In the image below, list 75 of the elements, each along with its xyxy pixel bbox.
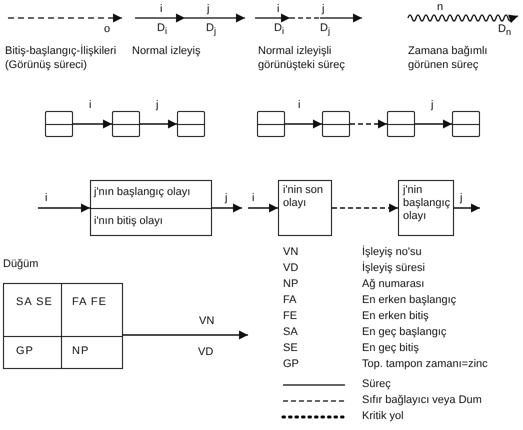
edge-label: i	[88, 99, 92, 111]
symbol-caption: Normal izleyiş	[132, 44, 202, 58]
duration-label: D$_{j}$	[320, 22, 330, 38]
split-box	[452, 111, 480, 137]
edge-label: j	[459, 192, 464, 204]
edge-label: j	[155, 99, 160, 111]
arrow	[415, 120, 452, 128]
definition: En erken bitiş	[362, 310, 429, 323]
split-box	[322, 111, 350, 137]
node-heading: Düğüm	[3, 258, 38, 271]
definition: İşleyiş no'su	[362, 246, 422, 259]
definition: Top. tampon zamanı=zinc	[362, 358, 488, 371]
node-symbol	[3, 258, 123, 370]
arrow-label: j	[207, 3, 210, 16]
split-box	[45, 111, 73, 137]
event-text: j'nin başlangıç olayı	[403, 184, 449, 223]
arrow	[454, 204, 480, 212]
split-box	[257, 111, 285, 137]
field-code: GP	[16, 345, 35, 358]
field-code: FA FE	[72, 296, 108, 309]
edge-label: j	[430, 99, 434, 111]
dashed-arrow	[350, 120, 387, 128]
event-text: i'nin son olayı	[283, 184, 324, 210]
abbreviation: GP	[283, 358, 299, 371]
event-text: i'nın bitiş olayı	[94, 215, 163, 228]
abbreviation: VN	[283, 246, 298, 259]
symbol-caption: Bitiş-başlangıç-İlişkileri (Görünüş süreci)	[5, 44, 117, 72]
abbreviation: SE	[283, 342, 298, 355]
edge-label: i	[297, 99, 302, 111]
abbreviation: SA	[283, 326, 298, 339]
arrow	[248, 204, 278, 212]
arrow-label: n	[437, 1, 444, 14]
duration-label: D$_{j}$	[206, 22, 216, 38]
edge-label: i	[251, 192, 256, 204]
symbol-caption: Zamana bağımlı görünen süreç	[408, 44, 488, 72]
arrow-label: i	[160, 3, 162, 16]
arrow	[285, 120, 322, 128]
edge-label: j	[224, 192, 228, 204]
sign-mark: o	[104, 23, 110, 36]
edge-label: i	[44, 192, 48, 204]
arrow	[38, 204, 90, 212]
field-code: SA SE	[16, 296, 54, 309]
arrow	[73, 120, 112, 128]
duration-label: D$_{i}$	[157, 22, 167, 38]
edge-label: VN	[198, 315, 216, 327]
abbreviation: FA	[283, 294, 296, 307]
definition: İşleyiş süresi	[362, 262, 425, 275]
legend-text: Süreç	[362, 378, 391, 391]
arrow-label: j	[322, 3, 324, 16]
arrow	[212, 204, 242, 212]
event-box	[278, 180, 332, 236]
event-box	[90, 180, 212, 236]
arrow-label: i	[277, 3, 280, 16]
dashed-arrow	[332, 204, 398, 212]
arrow-label: VD	[198, 346, 214, 359]
split-box	[112, 111, 140, 137]
event-text: j'nın başlangıç olayı	[94, 186, 190, 199]
event-box	[398, 180, 454, 236]
duration-label: D$_{n}$	[498, 23, 512, 40]
split-box	[177, 111, 205, 137]
abbreviation: NP	[283, 278, 298, 291]
duration-label: D$_{i}$	[274, 22, 284, 38]
abbreviation: FE	[283, 310, 298, 323]
arrow	[123, 330, 248, 340]
arrow	[140, 120, 177, 128]
definition: En geç başlangıç	[362, 326, 446, 339]
field-code: NP	[72, 345, 90, 358]
symbol-caption: Normal izleyişli görünüşteki süreç	[258, 44, 346, 72]
definition: En geç bitiş	[362, 342, 419, 355]
definition: Ağ numarası	[362, 278, 424, 291]
abbreviation: VD	[283, 262, 298, 275]
legend-text: Kritik yol	[362, 410, 404, 423]
split-box	[387, 111, 415, 137]
legend-text: Sıfır bağlayıcı veya Dum	[362, 394, 482, 407]
definition: En erken başlangıç	[362, 294, 456, 307]
